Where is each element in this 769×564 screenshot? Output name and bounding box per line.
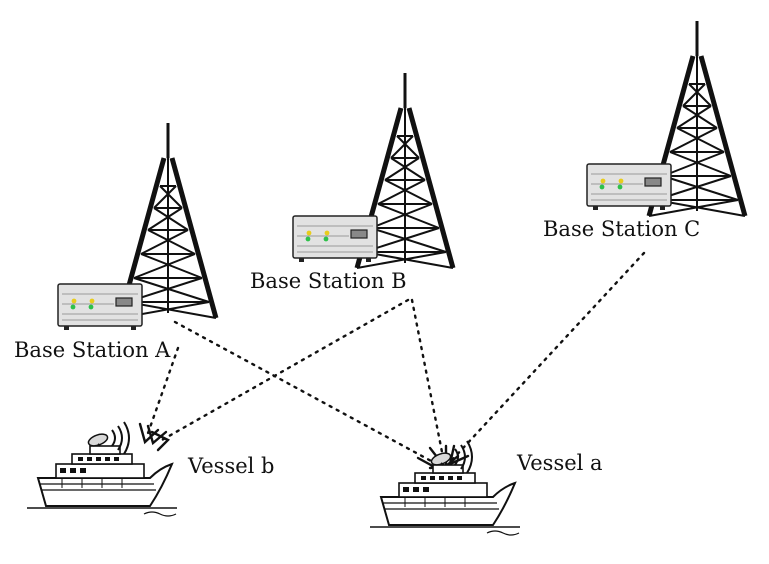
link-a-to-vessel-a [173, 320, 446, 470]
label-station-b: Base Station B [250, 269, 407, 293]
label-station-a: Base Station A [14, 338, 171, 362]
base-station-unit-c-icon [586, 163, 672, 211]
base-station-unit-a-icon [57, 283, 143, 331]
link-c-to-vessel-a [450, 251, 646, 462]
signal-links [145, 251, 646, 470]
base-station-unit-b-icon [292, 215, 378, 263]
link-b-to-vessel-a [410, 298, 444, 454]
label-station-c: Base Station C [543, 217, 700, 241]
link-a-to-vessel-b [145, 346, 180, 438]
label-vessel-a: Vessel a [516, 451, 603, 475]
vessel-b-ship-icon [26, 421, 178, 517]
link-b-to-vessel-b [160, 298, 410, 442]
vessel-a-ship-icon [369, 440, 521, 536]
label-vessel-b: Vessel b [187, 454, 274, 478]
